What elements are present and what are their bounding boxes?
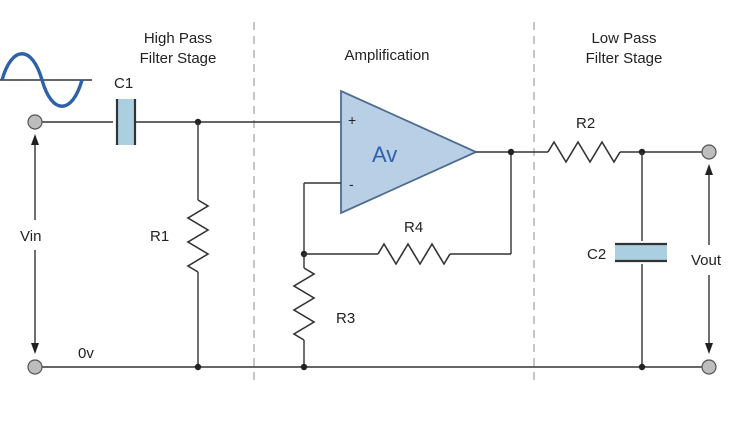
- r1-label: R1: [150, 228, 169, 245]
- low-pass-title-line1: Low Pass: [591, 30, 656, 47]
- op-amp: [340, 89, 479, 215]
- input-terminal-top: [27, 114, 43, 130]
- r3-label: R3: [336, 310, 355, 327]
- r4-label: R4: [404, 219, 423, 236]
- ground-node-r1: [194, 363, 202, 371]
- resistor-r2: [547, 140, 621, 164]
- c2-label: C2: [587, 246, 606, 263]
- capacitor-c2: [615, 244, 667, 261]
- output-terminal-bottom: [701, 359, 717, 375]
- op-amp-gain-label: Av: [372, 142, 397, 167]
- vin-label: Vin: [20, 228, 41, 245]
- vout-arrowhead-down: [705, 343, 713, 354]
- vout-label: Vout: [691, 252, 722, 269]
- ground-node-c2: [638, 363, 646, 371]
- ground-node-r3: [300, 363, 308, 371]
- resistor-r3: [292, 267, 316, 341]
- amplification-title: Amplification: [344, 47, 429, 64]
- high-pass-title-line1: High Pass: [144, 30, 212, 47]
- r2-label: R2: [576, 115, 595, 132]
- inverting-input-symbol: -: [349, 176, 354, 192]
- capacitor-c1: [117, 99, 135, 145]
- vin-arrowhead-up: [31, 134, 39, 145]
- vout-arrowhead-up: [705, 164, 713, 175]
- vin-arrowhead-down: [31, 343, 39, 354]
- output-terminal-top: [701, 144, 717, 160]
- low-pass-title-line2: Filter Stage: [586, 50, 663, 67]
- non-inverting-input-symbol: +: [348, 112, 356, 128]
- resistor-r1: [186, 199, 210, 273]
- input-terminal-bottom: [27, 359, 43, 375]
- high-pass-title-line2: Filter Stage: [140, 50, 217, 67]
- sine-wave-icon: [0, 52, 84, 108]
- output-junction-node: [507, 148, 515, 156]
- resistor-r4: [377, 242, 451, 266]
- c1-label: C1: [114, 75, 133, 92]
- ground-label: 0v: [78, 345, 94, 362]
